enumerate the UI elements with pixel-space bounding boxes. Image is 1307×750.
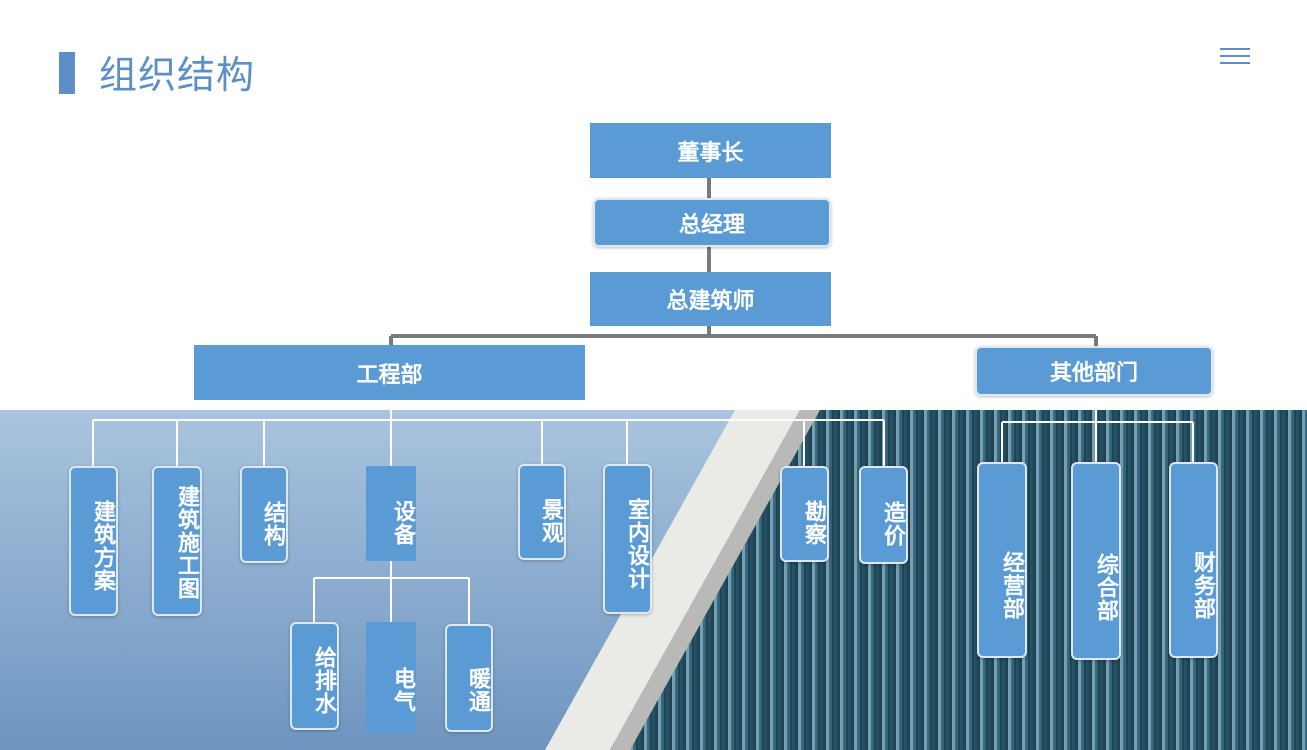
menu-icon[interactable]	[1220, 48, 1250, 68]
node-general-affairs-dept: 综合部	[1071, 462, 1121, 660]
node-general-manager: 总经理	[593, 198, 831, 247]
page-title: 组织结构	[99, 53, 256, 97]
node-arch-scheme: 建筑方案	[69, 466, 118, 616]
node-equipment: 设备	[366, 466, 416, 561]
node-chairman: 董事长	[590, 123, 831, 178]
node-interior-design: 室内设计	[603, 464, 652, 614]
node-landscape: 景观	[518, 464, 566, 560]
node-chief-architect: 总建筑师	[590, 272, 831, 326]
node-hvac: 暖通	[445, 624, 493, 732]
node-business-dept: 经营部	[977, 462, 1027, 658]
node-structure: 结构	[240, 466, 288, 563]
node-electrical: 电气	[366, 622, 416, 732]
node-survey: 勘察	[780, 466, 829, 562]
node-cost: 造价	[859, 466, 908, 564]
title-accent-bar	[59, 52, 75, 94]
node-other-depts: 其他部门	[975, 346, 1213, 396]
node-engineering-dept: 工程部	[194, 345, 585, 400]
node-arch-construction-drawing: 建筑施工图	[152, 466, 202, 616]
node-finance-dept: 财务部	[1169, 462, 1218, 658]
node-water-supply-drainage: 给排水	[290, 622, 339, 730]
